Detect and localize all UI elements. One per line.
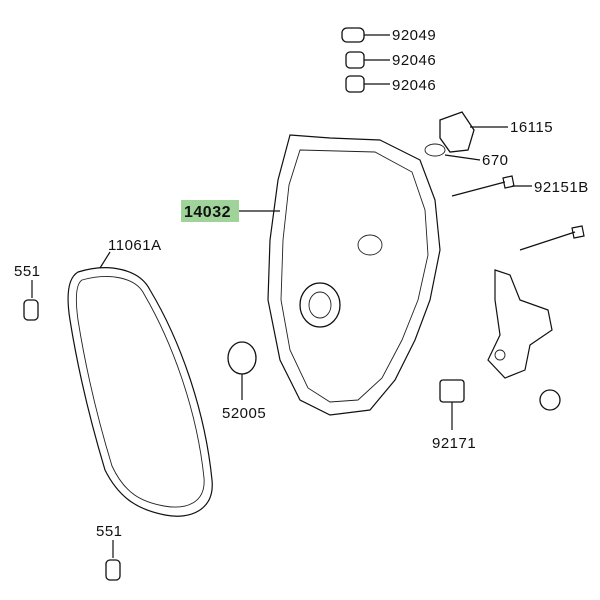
bolt-92151B [451, 175, 515, 197]
part-label-52005[interactable]: 52005 [222, 405, 266, 422]
part-label-16115[interactable]: 16115 [510, 119, 553, 136]
part-670-shape [424, 143, 446, 157]
part-551-shape-2 [105, 559, 121, 581]
part-551-shape-1 [23, 299, 39, 321]
cover-port [357, 234, 383, 256]
gasket-inner [75, 276, 205, 508]
part-label-92049[interactable]: 92049 [392, 27, 436, 44]
nut-shape [539, 389, 561, 411]
part-92046-shape-1 [345, 51, 365, 69]
part-label-92046-b[interactable]: 92046 [392, 77, 436, 94]
part-label-92046-a[interactable]: 92046 [392, 52, 436, 69]
cover-boss [299, 282, 341, 328]
part-label-551-a[interactable]: 551 [14, 263, 41, 280]
bolt-long [519, 225, 585, 251]
bracket-shape [487, 269, 553, 379]
part-label-92151B[interactable]: 92151B [534, 179, 589, 196]
part-label-14032[interactable]: 14032 [184, 204, 231, 221]
part-label-670[interactable]: 670 [482, 152, 509, 169]
bracket-hole [494, 349, 506, 361]
part-label-551-b[interactable]: 551 [96, 523, 123, 540]
part-label-11061A[interactable]: 11061A [108, 237, 162, 254]
gasket-outline [67, 267, 213, 517]
part-label-92171[interactable]: 92171 [432, 435, 476, 452]
part-52005-shape [227, 341, 257, 375]
highlight-box [181, 200, 239, 222]
cover-inner [280, 149, 429, 403]
cover-boss-hole [308, 291, 332, 319]
part-92046-shape-2 [345, 75, 365, 93]
part-92049-shape [341, 27, 365, 43]
part-92171-shape [439, 379, 465, 403]
leader-lines [31, 34, 532, 558]
cover-outline [267, 134, 441, 416]
part-16115-shape [439, 111, 475, 153]
